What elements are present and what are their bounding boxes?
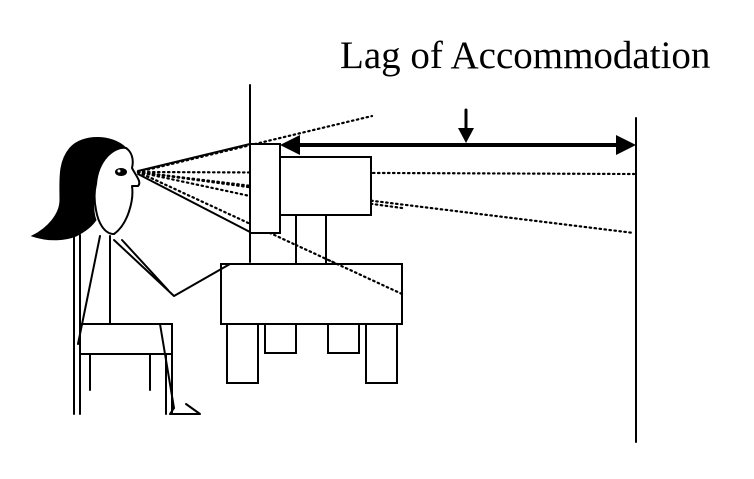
- person-forearm-inner: [121, 239, 169, 291]
- person-torso-back: [77, 235, 101, 345]
- person-arm: [113, 239, 231, 297]
- instrument-front-plate: [249, 143, 281, 234]
- pointer-arrow-head: [458, 128, 474, 143]
- view-cone-top: [137, 143, 251, 172]
- lag-arrow-right-head: [616, 135, 636, 155]
- view-cone-bottom: [137, 173, 251, 233]
- sight-line-near: [136, 170, 252, 198]
- table-drawer-left: [264, 323, 297, 354]
- table-drawer-right: [327, 323, 360, 354]
- chair-seat: [79, 323, 173, 355]
- diagram-title: Lag of Accommodation: [340, 34, 711, 77]
- sight-line-center: [136, 170, 636, 176]
- table-top: [220, 263, 403, 325]
- table-leg-left: [226, 323, 259, 384]
- person-eye-highlight: [117, 169, 121, 173]
- sight-line-lower: [136, 170, 636, 235]
- instrument-body: [279, 156, 372, 216]
- table-leg-right: [365, 323, 398, 384]
- lag-arrow-left-head: [280, 135, 300, 155]
- person-foot: [169, 403, 201, 415]
- person-face: [93, 146, 141, 235]
- lag-measurement-arrow: [280, 108, 636, 155]
- instrument-stand-column: [295, 214, 327, 266]
- observer-person: [30, 137, 231, 415]
- sight-line-bottom-over-table: [294, 243, 404, 296]
- person-eye: [115, 168, 127, 176]
- person-shin: [159, 323, 175, 409]
